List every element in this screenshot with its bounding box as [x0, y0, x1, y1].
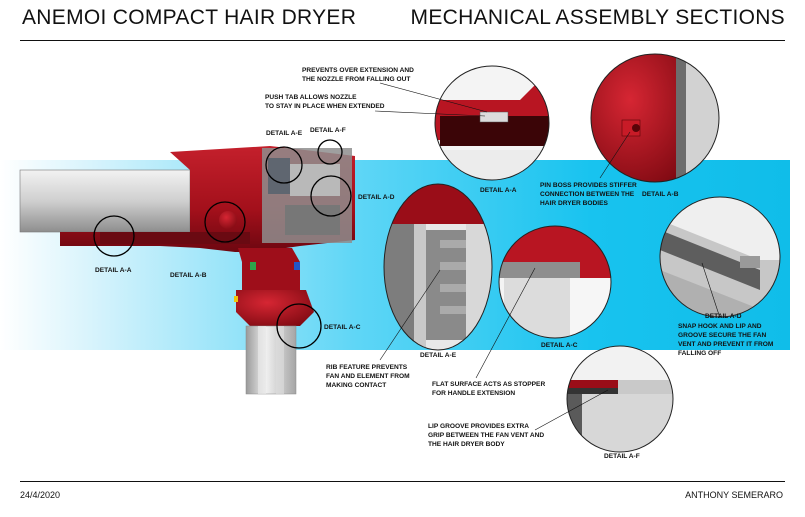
footer-author: ANTHONY SEMERARO — [685, 490, 783, 500]
svg-text:LIP GROOVE PROVIDES EXTRA: LIP GROOVE PROVIDES EXTRA — [428, 423, 529, 430]
detail-label-ad: DETAIL A-D — [705, 313, 742, 320]
label-detail-ae: DETAIL A-E — [266, 130, 303, 137]
svg-text:FLAT SURFACE ACTS AS STOPPER: FLAT SURFACE ACTS AS STOPPER — [432, 381, 545, 388]
detail-label-ab: DETAIL A-B — [642, 191, 679, 198]
annotation-push-tab: PUSH TAB ALLOWS NOZZLE TO STAY IN PLACE … — [265, 94, 385, 110]
footer-rule — [20, 481, 785, 482]
svg-text:VENT AND PREVENT IT FROM: VENT AND PREVENT IT FROM — [678, 341, 774, 348]
annotation-rib-feature: RIB FEATURE PREVENTS FAN AND ELEMENT FRO… — [326, 364, 410, 389]
svg-text:FAN AND ELEMENT FROM: FAN AND ELEMENT FROM — [326, 373, 410, 380]
svg-text:GRIP BETWEEN THE FAN VENT AND: GRIP BETWEEN THE FAN VENT AND — [428, 432, 544, 439]
svg-text:GROOVE SECURE THE FAN: GROOVE SECURE THE FAN — [678, 332, 767, 339]
label-detail-aa: DETAIL A-A — [95, 267, 132, 274]
svg-text:HAIR DRYER BODIES: HAIR DRYER BODIES — [540, 200, 609, 207]
svg-text:FALLING OFF: FALLING OFF — [678, 350, 721, 357]
svg-text:PIN BOSS PROVIDES STIFFER: PIN BOSS PROVIDES STIFFER — [540, 182, 637, 189]
svg-text:PUSH TAB ALLOWS NOZZLE: PUSH TAB ALLOWS NOZZLE — [265, 94, 357, 101]
callout-circle-ab — [204, 201, 246, 243]
label-detail-ac: DETAIL A-C — [324, 324, 361, 331]
svg-text:THE NOZZLE FROM FALLING OUT: THE NOZZLE FROM FALLING OUT — [302, 76, 410, 83]
annotation-overextension: PREVENTS OVER EXTENSION AND THE NOZZLE F… — [302, 67, 414, 83]
footer-date: 24/4/2020 — [20, 490, 61, 500]
svg-text:FOR HANDLE EXTENSION: FOR HANDLE EXTENSION — [432, 390, 515, 397]
callout-circle-ae — [265, 146, 303, 184]
svg-text:TO STAY IN PLACE WHEN EXTENDED: TO STAY IN PLACE WHEN EXTENDED — [265, 103, 385, 110]
svg-text:THE HAIR DRYER BODY: THE HAIR DRYER BODY — [428, 441, 505, 448]
svg-text:CONNECTION BETWEEN THE: CONNECTION BETWEEN THE — [540, 191, 635, 198]
svg-text:SNAP HOOK AND LIP AND: SNAP HOOK AND LIP AND — [678, 323, 762, 330]
annotation-snap-hook: SNAP HOOK AND LIP AND GROOVE SECURE THE … — [678, 323, 774, 357]
detail-a-a: DETAIL A-A — [434, 65, 550, 194]
leader-lines — [374, 82, 721, 431]
annotation-lip-groove: LIP GROOVE PROVIDES EXTRA GRIP BETWEEN T… — [428, 423, 544, 448]
detail-a-e: DETAIL A-E — [383, 183, 493, 359]
detail-label-ac: DETAIL A-C — [541, 342, 578, 349]
detail-a-c: DETAIL A-C — [498, 225, 612, 349]
callout-circle-aa — [93, 215, 135, 257]
page-title-right: MECHANICAL ASSEMBLY SECTIONS — [410, 6, 785, 29]
detail-a-b: DETAIL A-B — [590, 53, 720, 198]
label-detail-af: DETAIL A-F — [310, 127, 346, 134]
svg-text:RIB FEATURE PREVENTS: RIB FEATURE PREVENTS — [326, 364, 408, 371]
hair-dryer-section — [19, 139, 355, 395]
label-detail-ad: DETAIL A-D — [358, 194, 395, 201]
detail-label-ae: DETAIL A-E — [420, 352, 457, 359]
annotation-pin-boss: PIN BOSS PROVIDES STIFFER CONNECTION BET… — [540, 182, 637, 207]
callout-circle-af — [317, 139, 343, 165]
svg-text:PREVENTS OVER EXTENSION AND: PREVENTS OVER EXTENSION AND — [302, 67, 414, 74]
annotation-flat-surface: FLAT SURFACE ACTS AS STOPPER FOR HANDLE … — [432, 381, 545, 397]
callout-circle-ac — [276, 303, 322, 349]
svg-text:MAKING CONTACT: MAKING CONTACT — [326, 382, 386, 389]
detail-label-aa: DETAIL A-A — [480, 187, 517, 194]
detail-a-d: DETAIL A-D — [659, 196, 781, 320]
label-detail-ab: DETAIL A-B — [170, 272, 207, 279]
page-title-left: ANEMOI COMPACT HAIR DRYER — [22, 6, 357, 29]
header-rule — [20, 40, 785, 41]
detail-a-f: DETAIL A-F — [566, 345, 674, 460]
detail-label-af: DETAIL A-F — [604, 453, 640, 460]
callout-circle-ad — [310, 175, 352, 217]
